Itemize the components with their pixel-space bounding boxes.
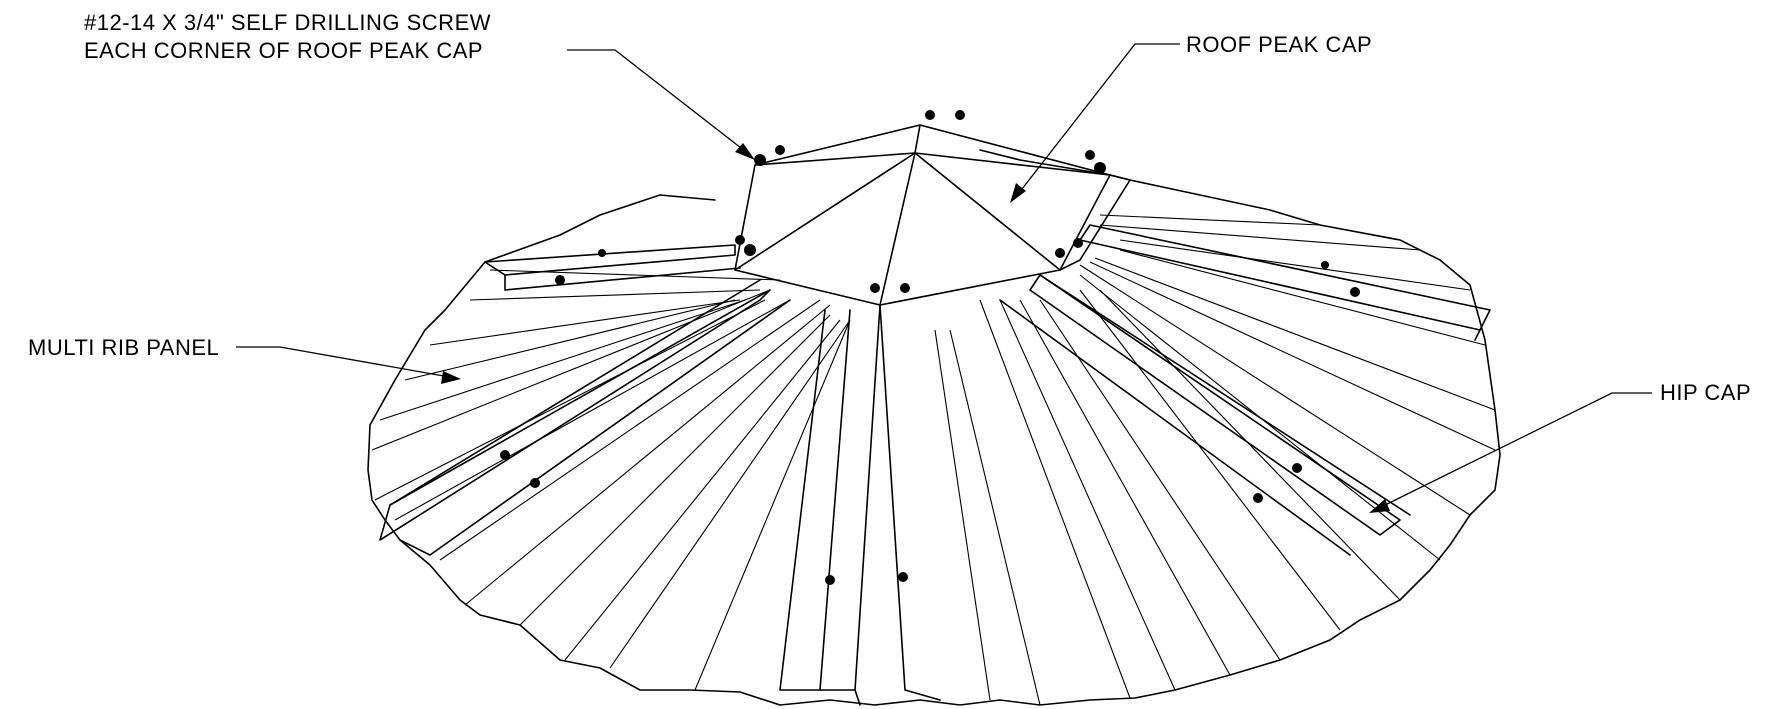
screw-label-line2: EACH CORNER OF ROOF PEAK CAP bbox=[84, 38, 483, 63]
callout-roof-peak-cap: ROOF PEAK CAP bbox=[1010, 32, 1372, 203]
roof-peak-cap-label: ROOF PEAK CAP bbox=[1186, 32, 1372, 57]
hip-cap-left bbox=[379, 244, 791, 556]
hip-cap-center bbox=[779, 304, 941, 706]
callout-multi-rib-panel: MULTI RIB PANEL bbox=[28, 335, 461, 384]
hip-cap-right bbox=[999, 224, 1491, 556]
roof-peak-cap bbox=[734, 124, 1131, 306]
multi-rib-panel-label: MULTI RIB PANEL bbox=[28, 335, 219, 360]
screws bbox=[500, 110, 1360, 585]
panel-ribs bbox=[371, 214, 1496, 706]
screw-label-line1: #12-14 X 3/4" SELF DRILLING SCREW bbox=[84, 10, 491, 35]
callout-screw: #12-14 X 3/4" SELF DRILLING SCREW EACH C… bbox=[84, 10, 755, 160]
hip-cap-label: HIP CAP bbox=[1660, 380, 1751, 405]
roof-outline bbox=[367, 149, 1501, 706]
callout-hip-cap: HIP CAP bbox=[1369, 380, 1751, 513]
